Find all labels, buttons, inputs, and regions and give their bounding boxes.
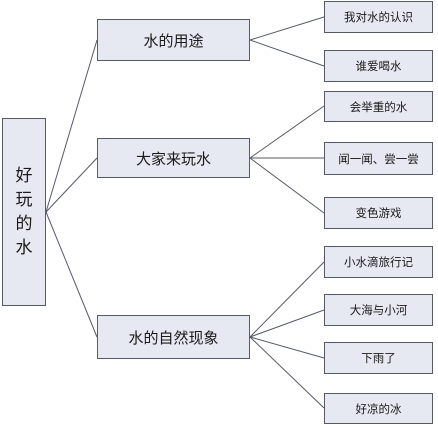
leaf-node: 我对水的认识	[324, 1, 433, 33]
leaf-label: 我对水的认识	[344, 10, 413, 24]
branch-node-play: 大家来玩水	[97, 138, 250, 178]
connector-b2-leaf-1	[249, 105, 325, 159]
root-label: 好玩的水	[15, 166, 33, 258]
branch-label: 大家来玩水	[135, 149, 211, 168]
connector-b3-leaf-3	[249, 336, 325, 359]
leaf-label: 好凉的冰	[355, 401, 402, 416]
leaf-node: 下雨了	[324, 342, 433, 374]
connector-b3-leaf-1	[249, 261, 325, 338]
leaf-label: 会举重的水	[349, 99, 408, 114]
leaf-label: 小水滴旅行记	[344, 255, 413, 269]
leaf-node: 好凉的冰	[324, 393, 433, 424]
branch-node-nature: 水的自然现象	[97, 315, 250, 359]
leaf-node: 闻一闻、尝一尝	[324, 142, 433, 175]
leaf-node: 小水滴旅行记	[324, 246, 433, 278]
branch-node-usage: 水的用途	[97, 19, 250, 61]
connector-b1-leaf-1	[249, 16, 325, 41]
leaf-node: 大海与小河	[324, 294, 433, 326]
leaf-node: 变色游戏	[324, 197, 433, 229]
connector-b3-leaf-4	[249, 336, 325, 409]
connector-root-branch-3	[45, 211, 98, 338]
connector-root-branch-2	[45, 157, 98, 213]
connector-root-branch-1	[45, 39, 98, 213]
connector-b2-leaf-3	[249, 157, 325, 214]
leaf-node: 谁爱喝水	[324, 50, 433, 82]
leaf-label: 大海与小河	[349, 303, 408, 317]
branch-label: 水的用途	[143, 31, 204, 50]
leaf-label: 谁爱喝水	[355, 59, 402, 73]
leaf-label: 变色游戏	[355, 206, 402, 220]
root-node: 好玩的水	[2, 118, 46, 306]
connector-b3-leaf-2	[249, 309, 325, 338]
leaf-label: 下雨了	[361, 351, 396, 365]
connector-b1-leaf-2	[249, 39, 325, 67]
leaf-node: 会举重的水	[324, 91, 433, 122]
branch-label: 水的自然现象	[128, 328, 219, 347]
leaf-label: 闻一闻、尝一尝	[338, 151, 419, 166]
